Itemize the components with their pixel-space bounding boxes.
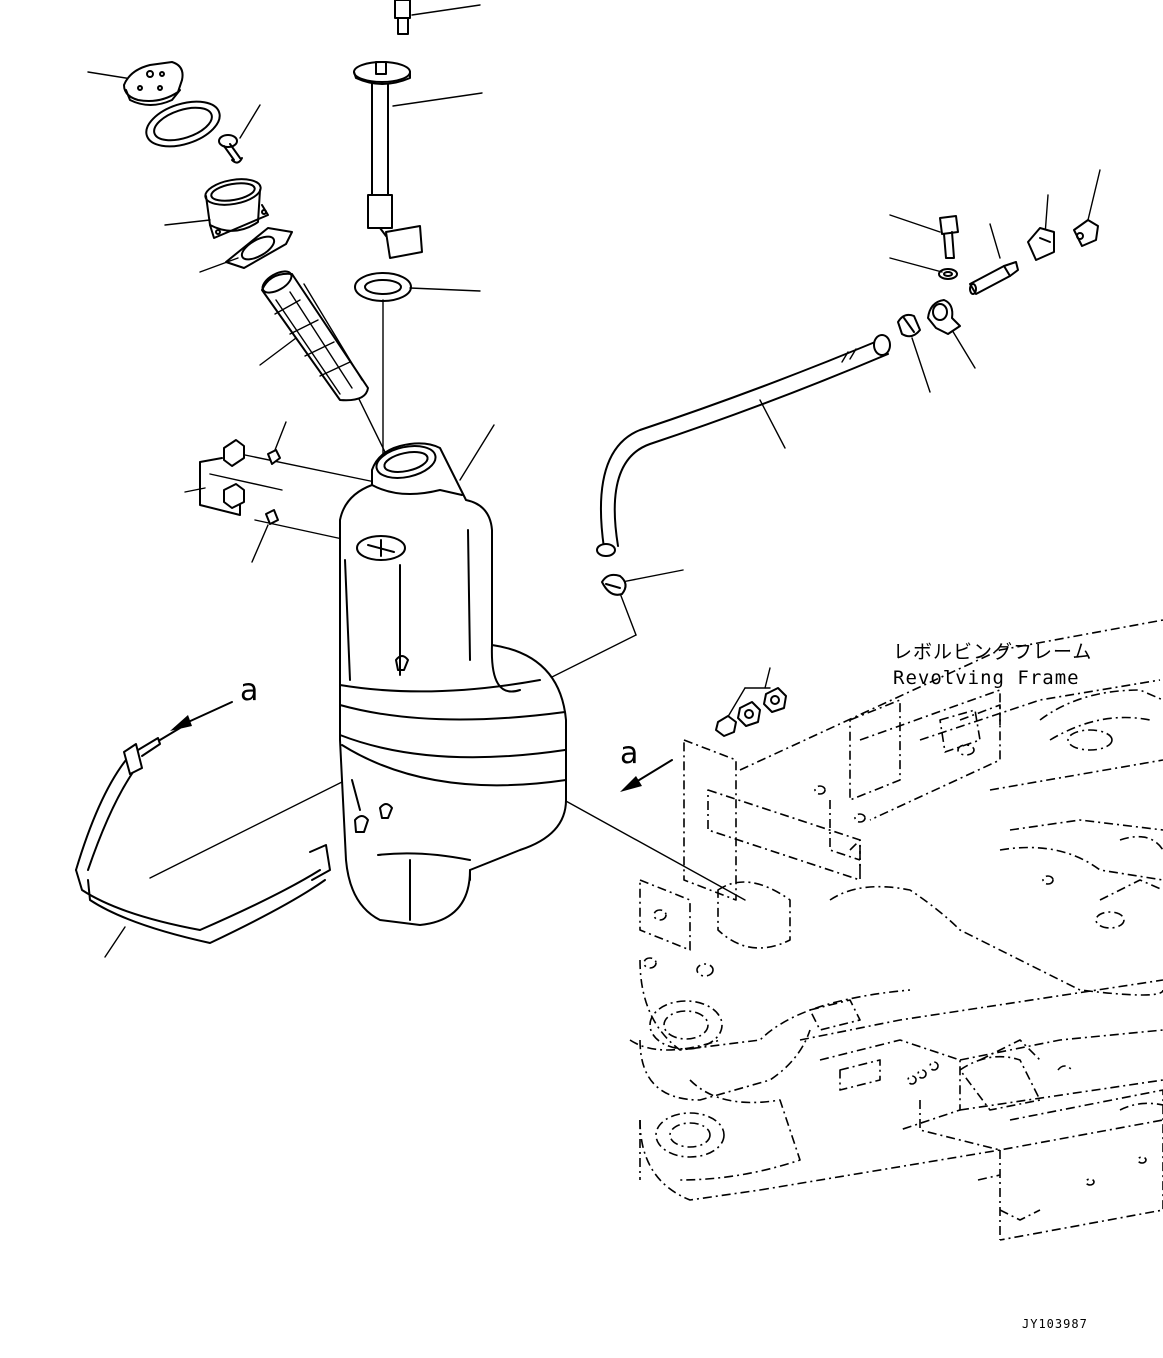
cap-fitting <box>1073 219 1099 247</box>
tank-brackets <box>199 439 281 525</box>
cap-gasket <box>145 100 221 148</box>
view-arrows <box>170 701 673 792</box>
fuel-level-sensor <box>353 0 423 259</box>
fuel-strainer <box>261 270 369 402</box>
tank-strap <box>75 727 331 944</box>
fuel-tank <box>339 442 567 926</box>
frame-label-en: Revolving Frame <box>893 667 1080 689</box>
frame-nuts <box>715 687 787 737</box>
hose-clamp-upper <box>897 313 921 338</box>
frame-label-jp: レボルビングフレーム <box>893 641 1092 663</box>
view-marker-left: a <box>240 673 258 708</box>
hose-clamp-lower <box>601 573 627 596</box>
washer <box>938 268 958 280</box>
sensor-gasket <box>354 272 412 302</box>
fuel-cap <box>123 61 184 106</box>
elbow-fitting <box>1027 227 1055 261</box>
filler-neck <box>204 178 269 239</box>
hose-nipple <box>969 261 1019 295</box>
fuel-hose <box>596 334 891 557</box>
clip-bracket <box>927 299 961 335</box>
revolving-frame <box>629 619 1163 1241</box>
cap-bolt <box>218 134 243 164</box>
diagram-labels: レボルビングフレーム Revolving Frame a a JY103987 <box>240 641 1092 1331</box>
view-marker-right: a <box>620 736 638 771</box>
leader-lines <box>87 4 1101 958</box>
drawing-code: JY103987 <box>1022 1317 1088 1331</box>
neck-gasket <box>225 227 293 269</box>
hex-bolt <box>939 215 959 259</box>
